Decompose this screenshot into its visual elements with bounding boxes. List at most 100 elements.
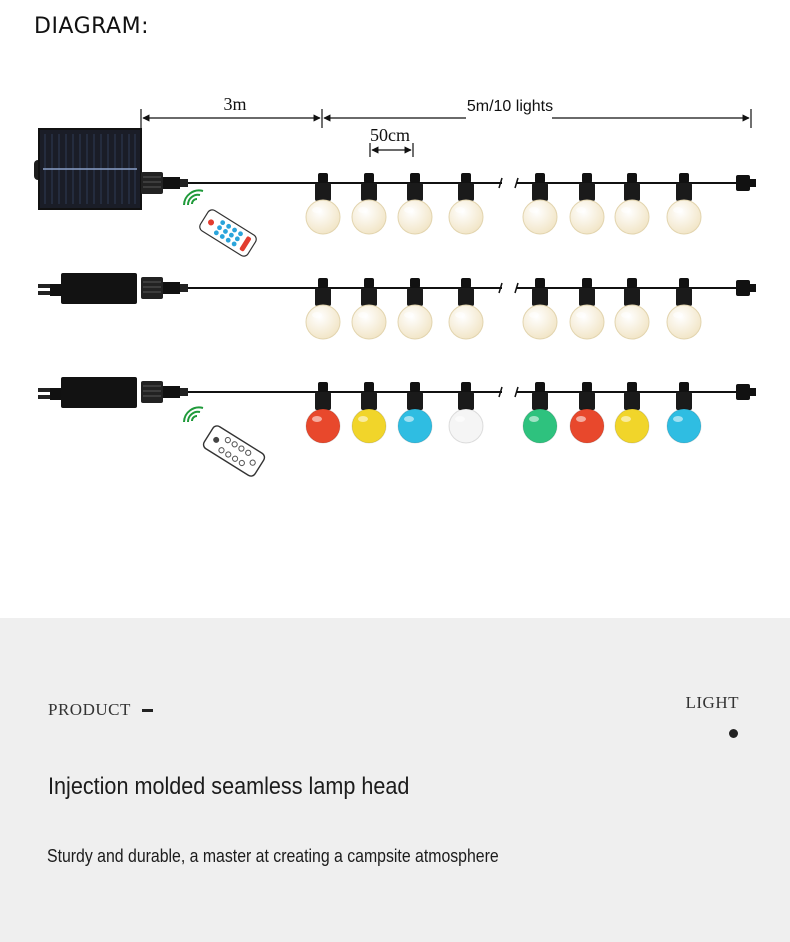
bulb (397, 382, 433, 444)
bulb (569, 173, 605, 235)
bulb-globe (305, 304, 341, 340)
connector-icon (141, 277, 188, 299)
power-adapter-icon (38, 377, 137, 408)
bulb-highlight (529, 312, 539, 318)
bulb-highlight (312, 312, 322, 318)
end-cap-tip (750, 179, 756, 187)
bulb (666, 173, 702, 235)
bulb-highlight (404, 416, 414, 422)
bulb-globe (351, 304, 387, 340)
bulb-socket (624, 183, 640, 201)
bulb-socket-top (627, 382, 637, 392)
bulb-globe (351, 199, 387, 235)
bulb (448, 382, 484, 444)
string-light-diagram: 3m 5m/10 lights 50cm (34, 94, 756, 477)
bulb (569, 382, 605, 444)
bulb (522, 173, 558, 235)
bulb-highlight (576, 207, 586, 213)
bulb-socket-top (410, 173, 420, 183)
bulb-socket (676, 183, 692, 201)
bulb-highlight (312, 416, 322, 422)
bulb-socket-top (364, 278, 374, 288)
bulb-highlight (404, 312, 414, 318)
bulb-globe (614, 199, 650, 235)
bulb-socket-top (318, 173, 328, 183)
bulb (522, 382, 558, 444)
light-label: LIGHT (685, 693, 739, 712)
bulb-highlight (673, 312, 683, 318)
bulb-socket (458, 392, 474, 410)
bulb-socket (361, 392, 377, 410)
power-adapter-icon (38, 273, 137, 304)
bulb (351, 173, 387, 235)
bulb-globe (448, 199, 484, 235)
bulb (305, 173, 341, 235)
bulb-spacing-label: 50cm (370, 125, 410, 145)
bulb-highlight (455, 207, 465, 213)
bulb (448, 173, 484, 235)
bulb-globe (305, 199, 341, 235)
signal-icon (183, 406, 204, 423)
bulb-highlight (621, 416, 631, 422)
bulb-highlight (358, 416, 368, 422)
bulb-socket (407, 288, 423, 306)
bulb-socket-top (535, 382, 545, 392)
bulb-socket (361, 183, 377, 201)
feature-description: Sturdy and durable, a master at creating… (47, 846, 499, 866)
bulb-globe (397, 199, 433, 235)
bulb-socket (579, 392, 595, 410)
bulb-socket (532, 183, 548, 201)
bulb-globe (522, 408, 558, 444)
bulb-highlight (529, 416, 539, 422)
bulb-string (188, 278, 756, 340)
bulb-socket-top (410, 382, 420, 392)
bulb-socket (315, 183, 331, 201)
bulb-socket-top (410, 278, 420, 288)
bulb-socket (407, 183, 423, 201)
bulb-socket (624, 288, 640, 306)
bulb (614, 278, 650, 340)
bulb-highlight (455, 312, 465, 318)
bulb-socket (624, 392, 640, 410)
end-cap-icon (736, 175, 750, 191)
bulb (614, 382, 650, 444)
bulb-string (188, 382, 756, 444)
bulb-highlight (576, 312, 586, 318)
bulb-socket-top (627, 173, 637, 183)
bulb-socket-top (679, 382, 689, 392)
light-row-solar (34, 128, 188, 210)
bulb-highlight (621, 207, 631, 213)
bulb-socket-top (461, 173, 471, 183)
bulb-socket-top (318, 382, 328, 392)
bulb (351, 382, 387, 444)
signal-icon (183, 189, 204, 206)
connector-icon (141, 172, 188, 194)
bulb-socket (676, 392, 692, 410)
dimension-annotations: 3m 5m/10 lights 50cm (140, 94, 752, 157)
bulb-socket (532, 288, 548, 306)
wire-break (498, 386, 503, 398)
bulb (305, 382, 341, 444)
bulb-highlight (621, 312, 631, 318)
bulb-globe (614, 304, 650, 340)
remote-control-icon (183, 189, 257, 257)
bulb-globe (397, 408, 433, 444)
bulb-highlight (529, 207, 539, 213)
bulb-socket-top (535, 278, 545, 288)
end-cap-tip (750, 388, 756, 396)
bulb-socket (407, 392, 423, 410)
dash-decoration (142, 709, 153, 712)
solar-panel-icon (34, 128, 142, 210)
bulb (666, 278, 702, 340)
bulb-socket (315, 288, 331, 306)
bulb-highlight (673, 416, 683, 422)
bulb-socket (361, 288, 377, 306)
bulb-globe (666, 199, 702, 235)
bulb-highlight (404, 207, 414, 213)
bulb-socket (579, 288, 595, 306)
wire-break (498, 177, 503, 189)
product-label: PRODUCT (48, 700, 131, 719)
bulb-highlight (673, 207, 683, 213)
remote-control-icon (183, 406, 266, 477)
bulb-globe (522, 199, 558, 235)
